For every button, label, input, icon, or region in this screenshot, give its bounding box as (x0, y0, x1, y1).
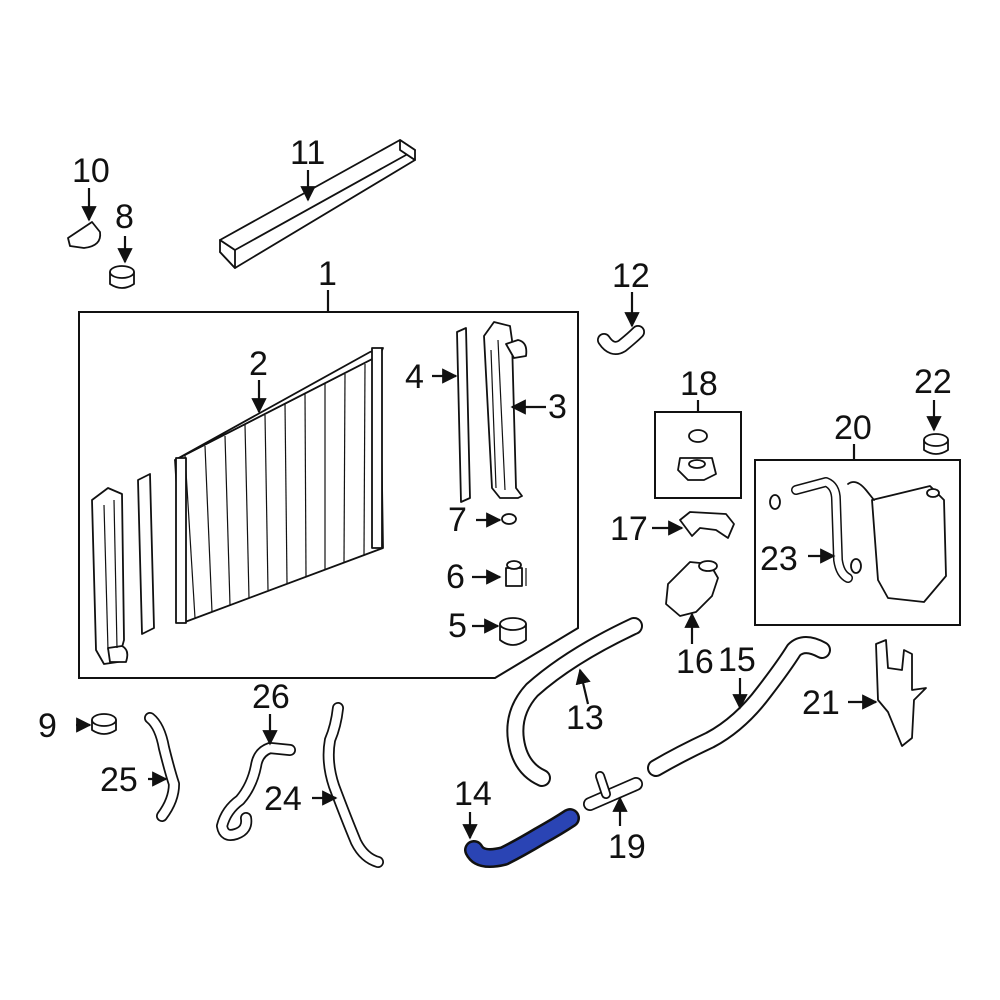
part-18-grommet[interactable] (677, 457, 717, 481)
callout-25: 25 (100, 761, 138, 799)
radiator-assembly-box (78, 311, 579, 679)
part-23-hose[interactable] (791, 477, 853, 583)
part-12-hose[interactable] (597, 325, 645, 355)
part-2-radiator-core[interactable] (174, 347, 384, 624)
callout-1: 1 (318, 255, 337, 293)
callout-17: 17 (610, 510, 648, 548)
part-17-bracket[interactable] (679, 511, 735, 539)
part-25-hose[interactable] (144, 712, 180, 822)
reservoir-tank[interactable] (847, 481, 947, 603)
part-5-cap[interactable] (499, 617, 527, 646)
callout-5: 5 (448, 607, 467, 645)
part-20-box (754, 459, 961, 626)
part-10-clip[interactable] (67, 221, 102, 249)
part-8-cap[interactable] (109, 265, 135, 289)
callout-16: 16 (676, 643, 714, 681)
callout-13: 13 (566, 699, 604, 737)
callout-8: 8 (115, 198, 134, 236)
callout-7: 7 (448, 501, 467, 539)
callout-12: 12 (612, 257, 650, 295)
callout-15: 15 (718, 641, 756, 679)
left-tank[interactable] (91, 487, 129, 665)
callout-18: 18 (680, 365, 718, 403)
callout-23: 23 (760, 540, 798, 578)
part-26-hose[interactable] (216, 742, 296, 841)
part-21-bracket[interactable] (875, 639, 927, 747)
leader-lines (76, 170, 942, 840)
left-seal-strip[interactable] (137, 473, 155, 635)
callout-24: 24 (264, 780, 302, 818)
callout-11: 11 (290, 134, 325, 172)
callout-21: 21 (802, 684, 840, 722)
part-6-drain-plug[interactable] (505, 560, 527, 587)
callout-14: 14 (454, 775, 492, 813)
part-22-cap[interactable] (923, 433, 949, 455)
small-o-ring[interactable] (769, 494, 781, 510)
part-14-hose-highlighted[interactable] (464, 808, 580, 868)
part-16-housing[interactable] (665, 560, 719, 617)
part-7-o-ring[interactable] (501, 513, 517, 525)
part-3-tank[interactable] (483, 321, 528, 499)
part-18-box (654, 411, 742, 499)
small-o-ring-2[interactable] (850, 558, 862, 574)
callout-10: 10 (72, 152, 110, 190)
part-15-hose[interactable] (647, 636, 831, 777)
callout-9: 9 (38, 707, 57, 745)
callout-6: 6 (446, 558, 465, 596)
callout-4: 4 (405, 358, 424, 396)
callout-22: 22 (914, 363, 952, 401)
part-11-support-bar[interactable] (219, 139, 416, 269)
callout-20: 20 (834, 409, 872, 447)
part-9-cap[interactable] (91, 713, 117, 735)
part-13-hose[interactable] (506, 617, 643, 787)
callout-19: 19 (608, 828, 646, 866)
part-19-tee[interactable] (583, 771, 643, 811)
part-18-o-ring[interactable] (688, 429, 708, 443)
part-24-hose[interactable] (322, 702, 384, 868)
callout-26: 26 (252, 678, 290, 716)
callout-2: 2 (249, 345, 268, 383)
part-4-seal-strip[interactable] (456, 327, 471, 503)
callout-3: 3 (548, 388, 567, 426)
